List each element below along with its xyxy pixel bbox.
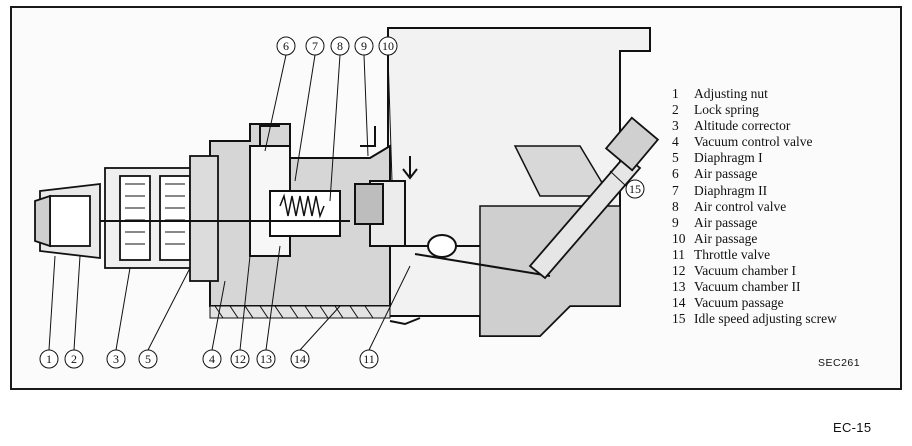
dashpot-diagram: 1 2 3 5 4 12 13 14 11 6 7 8 9 10 15 xyxy=(34,27,660,369)
callout-8: 8 xyxy=(337,39,343,53)
legend-item: 10 Air passage xyxy=(672,231,897,247)
legend-number: 11 xyxy=(672,246,685,262)
legend-number: 12 xyxy=(672,263,686,279)
figure-code: SEC261 xyxy=(818,357,861,369)
legend-item: 1 Adjusting nut xyxy=(672,86,897,102)
legend-number: 3 xyxy=(672,118,679,134)
legend-item: 5 Diaphragm I xyxy=(672,150,897,166)
callout-1: 1 xyxy=(46,352,52,366)
callout-14: 14 xyxy=(294,352,306,366)
legend-number: 8 xyxy=(672,198,679,214)
legend-item: 11 Throttle valve xyxy=(672,247,897,263)
vacuum-passage xyxy=(209,305,391,319)
legend-item: 4 Vacuum control valve xyxy=(672,134,897,150)
callout-2: 2 xyxy=(71,352,77,366)
legend-label: Air passage xyxy=(694,166,758,182)
legend-label: Vacuum chamber II xyxy=(694,279,801,295)
callout-15: 15 xyxy=(629,182,641,196)
legend-label: Diaphragm I xyxy=(694,150,763,166)
throttle-valve xyxy=(395,234,551,277)
legend-item: 9 Air passage xyxy=(672,215,897,231)
legend-item: 14 Vacuum passage xyxy=(672,295,897,311)
callout-7: 7 xyxy=(312,39,318,53)
legend-label: Air passage xyxy=(694,214,758,230)
legend-number: 13 xyxy=(672,279,686,295)
callout-4: 4 xyxy=(209,352,215,366)
legend-number: 5 xyxy=(672,150,679,166)
page-number: EC-15 xyxy=(833,420,872,435)
legend-item: 7 Diaphragm II xyxy=(672,183,897,199)
legend-item: 13 Vacuum chamber II xyxy=(672,279,897,295)
callout-6: 6 xyxy=(283,39,289,53)
parts-legend: 1 Adjusting nut 2 Lock spring 3 Altitude corr… xyxy=(672,86,897,327)
legend-item: 12 Vacuum chamber I xyxy=(672,263,897,279)
callout-9: 9 xyxy=(361,39,367,53)
legend-label: Vacuum chamber I xyxy=(694,263,796,279)
flow-arrows xyxy=(259,125,421,326)
legend-number: 2 xyxy=(672,102,679,118)
legend-number: 4 xyxy=(672,134,679,150)
legend-label: Air passage xyxy=(694,230,758,246)
legend-number: 6 xyxy=(672,166,679,182)
legend-item: 8 Air control valve xyxy=(672,199,897,215)
legend-label: Altitude corrector xyxy=(694,118,791,134)
legend-number: 10 xyxy=(672,230,686,246)
legend-label: Adjusting nut xyxy=(694,86,768,101)
adjusting-nut xyxy=(34,182,101,260)
legend-label: Idle speed adjusting screw xyxy=(694,311,837,327)
spring xyxy=(279,193,325,219)
callouts xyxy=(39,36,645,369)
legend-number: 7 xyxy=(672,182,679,198)
carburetor-body xyxy=(387,27,651,337)
callout-12: 12 xyxy=(234,352,246,366)
callout-labels: 1 2 3 5 4 12 13 14 11 6 7 8 9 10 15 xyxy=(46,39,641,366)
callout-10: 10 xyxy=(382,39,394,53)
legend-number: 9 xyxy=(672,214,679,230)
legend-label: Vacuum passage xyxy=(694,295,784,311)
legend-number: 1 xyxy=(672,86,679,101)
legend-item: 2 Lock spring xyxy=(672,102,897,118)
callout-11: 11 xyxy=(363,352,375,366)
legend-item: 6 Air passage xyxy=(672,166,897,182)
legend-label: Diaphragm II xyxy=(694,182,768,198)
dashpot-housing xyxy=(209,123,406,307)
legend-label: Vacuum control valve xyxy=(694,134,813,150)
legend-label: Throttle valve xyxy=(694,246,771,262)
legend-label: Air control valve xyxy=(694,198,787,214)
legend-label: Lock spring xyxy=(694,102,759,118)
legend-item: 15 Idle speed adjusting screw xyxy=(672,311,897,327)
callout-3: 3 xyxy=(113,352,119,366)
legend-number: 14 xyxy=(672,295,686,311)
callout-5: 5 xyxy=(145,352,151,366)
legend-item: 3 Altitude corrector xyxy=(672,118,897,134)
legend-number: 15 xyxy=(672,311,686,327)
callout-13: 13 xyxy=(260,352,272,366)
idle-screw xyxy=(528,116,660,280)
altitude-corrector xyxy=(70,155,350,282)
